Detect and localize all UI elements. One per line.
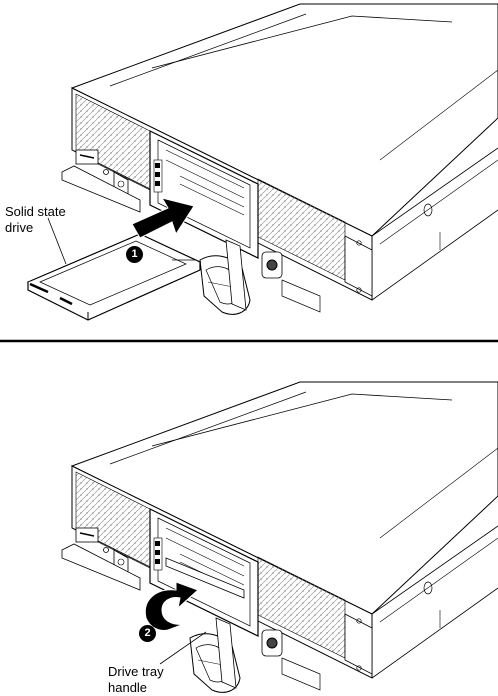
drive-tray-handle-label: Drive tray handle: [108, 664, 164, 696]
step-2-marker: 2: [139, 625, 156, 642]
solid-state-drive-label-line2: drive: [5, 220, 34, 235]
panel-step-2: [61, 381, 498, 693]
solid-state-drive-label-line1: Solid state: [5, 204, 66, 219]
handle-leader-line: [159, 631, 207, 665]
solid-state-drive-label: Solid state drive: [5, 204, 66, 236]
rotate-arrow: [144, 581, 199, 631]
step-1-marker: 1: [126, 246, 143, 263]
drive-tray-handle: [199, 239, 251, 315]
drive-tray-handle-label-line1: Drive tray: [108, 664, 164, 679]
insert-arrow: [131, 197, 195, 239]
solid-state-drive: [26, 233, 202, 321]
panel-step-1: [26, 3, 498, 321]
server-chassis: [61, 381, 498, 691]
drive-tray-handle: [189, 617, 241, 693]
drive-tray-handle-label-line2: handle: [108, 680, 148, 695]
ssd-leader-line: [47, 217, 67, 265]
